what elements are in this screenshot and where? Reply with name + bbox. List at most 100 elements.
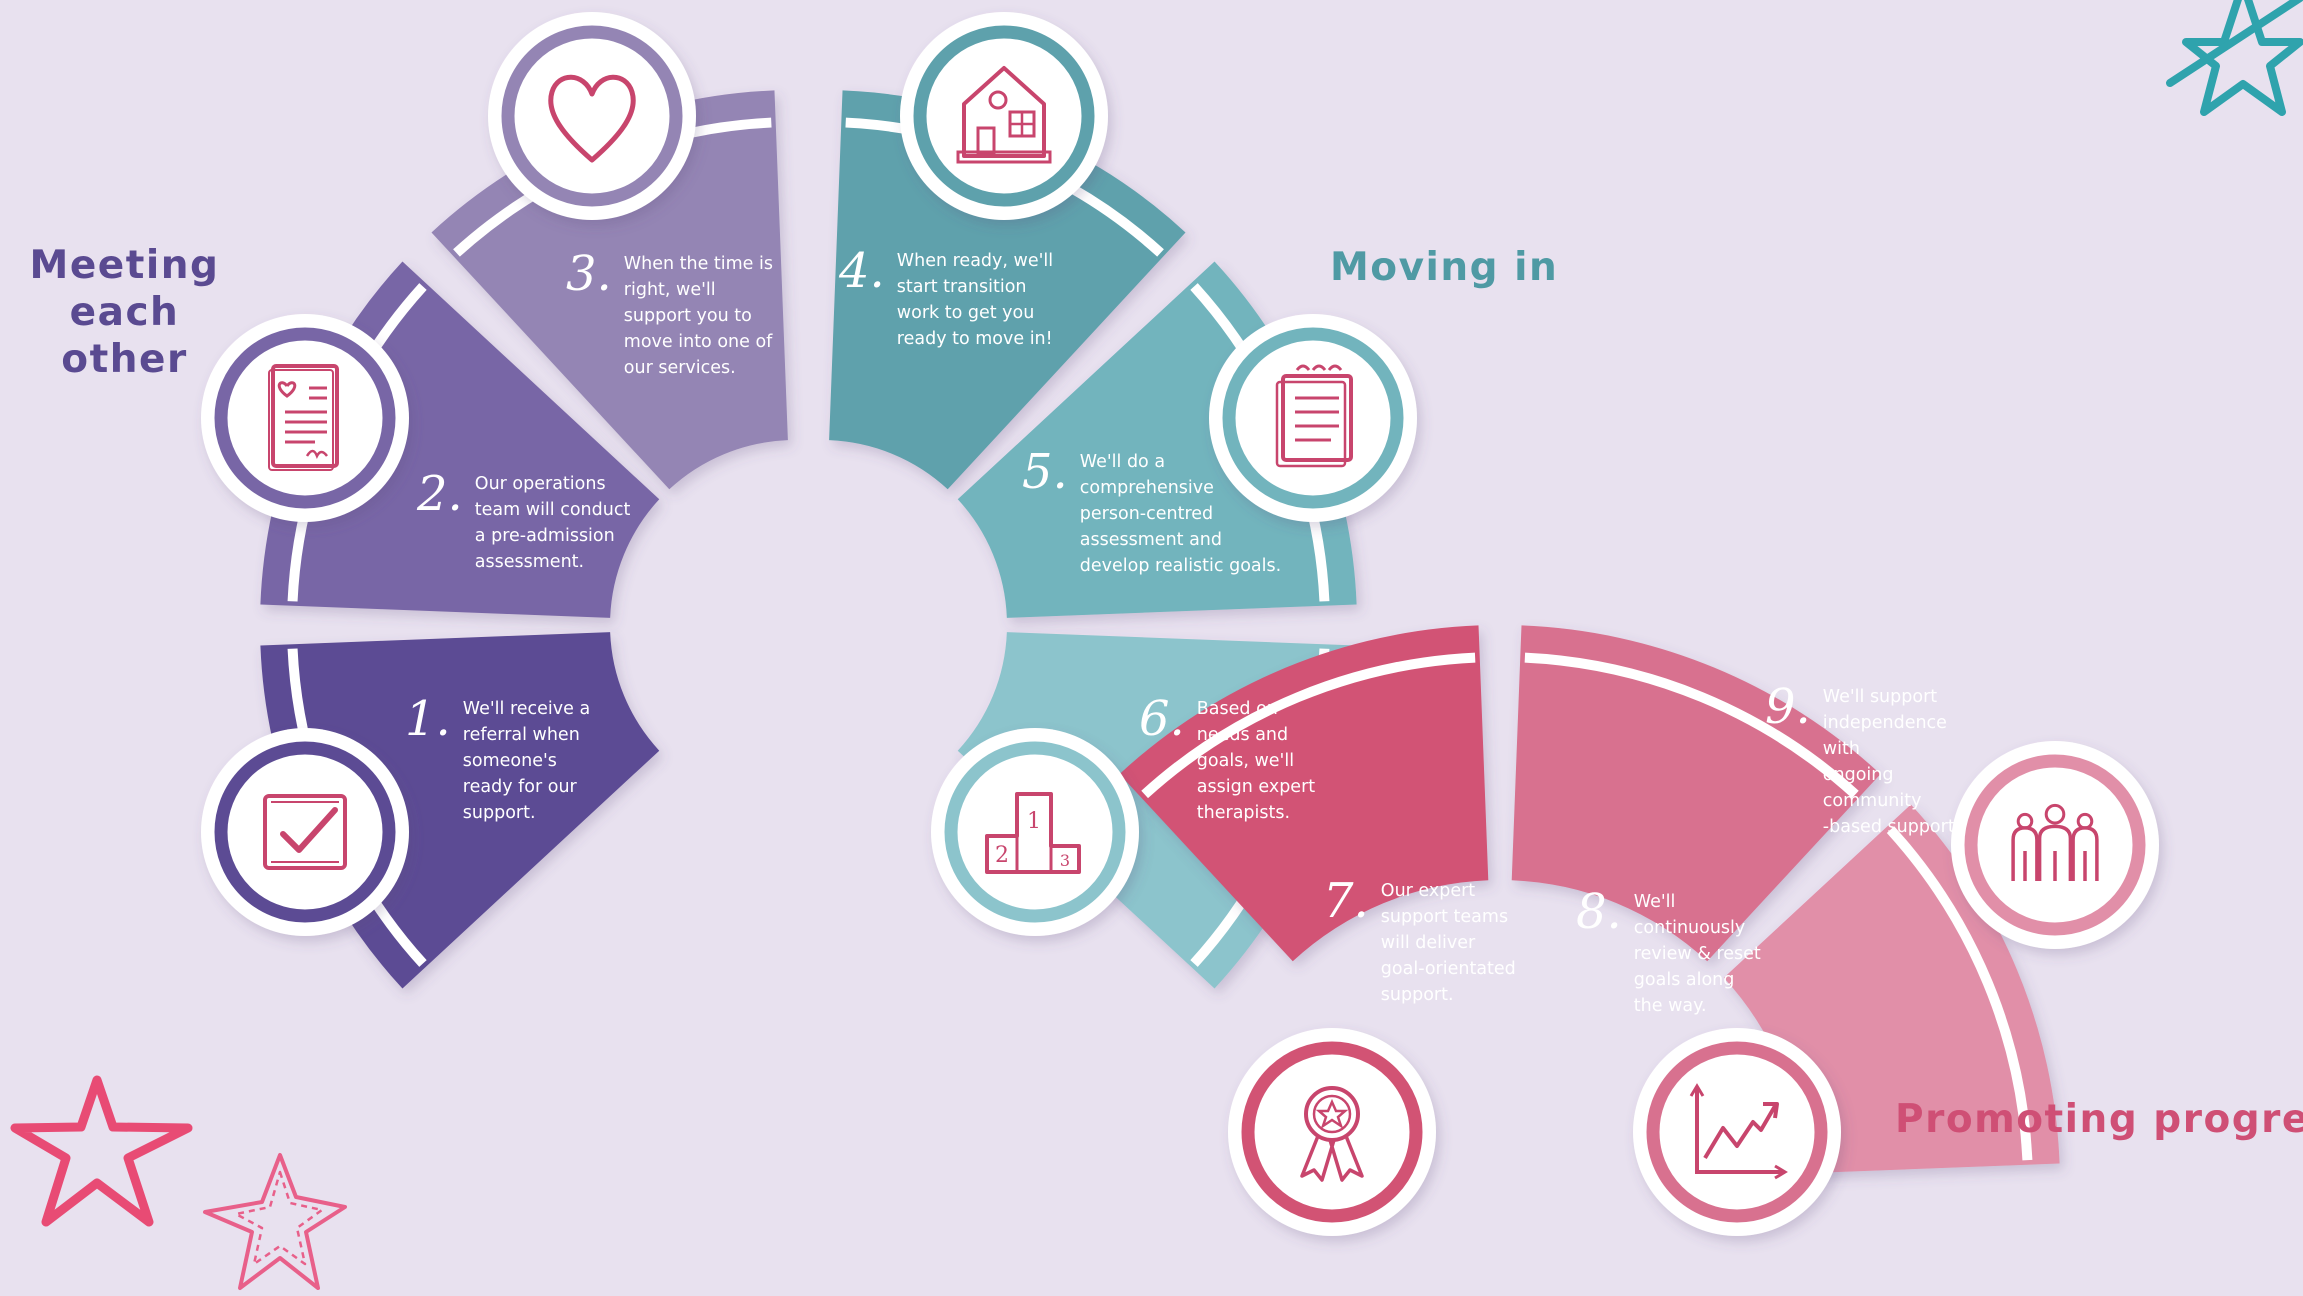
step-5: 5. We'll do a comprehensive person-centr… (1022, 444, 1281, 579)
step-line: goals, we'll (1196, 751, 1295, 771)
step-description: We'll support independence with ongoing … (1823, 684, 1960, 840)
step-4: 4. When ready, we'll start transition wo… (839, 243, 1053, 352)
document-icon (268, 364, 339, 471)
step-3: 3. When the time is right, we'll support… (566, 246, 773, 381)
phase-title-line: Meeting (29, 243, 220, 288)
step-description: When ready, we'll start transition work … (897, 248, 1053, 352)
step-line: When ready, we'll (896, 251, 1054, 271)
step-number: 8. (1576, 884, 1622, 940)
step-line: Our expert (1380, 881, 1476, 901)
step-line: needs and (1196, 725, 1289, 745)
checkbox-icon (263, 794, 347, 870)
icon-circle-step-9 (1951, 741, 2159, 949)
step-number: 1. (405, 691, 451, 747)
step-number: 4. (839, 243, 885, 299)
step-line: ready for our (462, 777, 577, 797)
step-number: 9. (1765, 679, 1811, 735)
step-2: 2. Our operations team will conduct a pr… (417, 466, 631, 575)
step-number: 7. (1323, 873, 1369, 929)
decorative-star-teal-icon (2166, 0, 2303, 116)
step-description: We'll receive a referral when someone's … (463, 696, 590, 826)
house-icon (956, 66, 1052, 164)
step-line: independence (1822, 713, 1947, 733)
step-line: When the time is (623, 254, 773, 274)
icon-circle-step-8 (1633, 1028, 1841, 1236)
icon-circle-step-2 (201, 314, 409, 522)
heart-icon (548, 74, 636, 163)
step-line: right, we'll (623, 280, 716, 300)
step-line: goals along (1633, 970, 1735, 990)
phase-title-moving: Moving in (1330, 245, 1559, 290)
phase-title-line: each other (61, 290, 188, 382)
step-line: someone's (462, 751, 557, 771)
decorative-star-pink-icon (10, 1075, 193, 1227)
step-line: therapists. (1196, 803, 1291, 823)
podium-icon: 213 (985, 792, 1081, 874)
icon-circle-step-4 (900, 12, 1108, 220)
step-number: 3. (566, 246, 612, 302)
step-description: Based on needs and goals, we'll assign e… (1197, 696, 1315, 826)
people-group-icon (2011, 803, 2099, 881)
step-line: a pre-admission (474, 526, 615, 546)
svg-text:2: 2 (995, 843, 1009, 868)
step-line: with (1822, 739, 1860, 759)
step-1: 1. We'll receive a referral when someone… (405, 691, 590, 826)
step-line: assessment. (474, 552, 585, 572)
step-line: -based support. (1822, 817, 1961, 837)
svg-text:3: 3 (1060, 851, 1070, 870)
phase-title-meeting: Meeting each other (12, 242, 237, 383)
segment-step-8 (1511, 625, 1881, 962)
step-7: 7. Our expert support teams will deliver… (1323, 873, 1516, 1008)
step-line: We'll (1633, 892, 1676, 912)
step-line: comprehensive (1079, 478, 1214, 498)
step-description: Our expert support teams will deliver go… (1381, 878, 1516, 1008)
step-description: When the time is right, we'll support yo… (624, 251, 773, 381)
step-line: support. (1380, 985, 1454, 1005)
step-line: assign expert (1196, 777, 1316, 797)
step-line: work to get you (896, 303, 1035, 323)
icon-circle-step-7 (1228, 1028, 1436, 1236)
step-line: We'll support (1822, 687, 1938, 707)
step-line: assessment and (1079, 530, 1223, 550)
step-9: 9. We'll support independence with ongoi… (1765, 679, 1960, 840)
step-line: We'll do a (1079, 452, 1166, 472)
segment-step-7 (1119, 625, 1489, 962)
step-6: 6. Based on needs and goals, we'll assig… (1139, 691, 1315, 826)
step-description: Our operations team will conduct a pre-a… (475, 471, 631, 575)
icon-circle-step-6: 213 (931, 728, 1139, 936)
step-line: the way. (1633, 996, 1707, 1016)
step-line: Based on (1196, 699, 1278, 719)
step-line: goal-orientated (1380, 959, 1516, 979)
step-line: support teams (1380, 907, 1509, 927)
step-line: our services. (623, 358, 736, 378)
step-line: referral when (462, 725, 580, 745)
step-line: community (1822, 791, 1922, 811)
step-line: continuously (1633, 918, 1746, 938)
icon-circle-step-1 (201, 728, 409, 936)
step-line: Our operations (474, 474, 606, 494)
step-description: We'll do a comprehensive person-centred … (1080, 449, 1281, 579)
award-ribbon-icon (1300, 1086, 1364, 1182)
growth-chart-icon (1689, 1083, 1788, 1180)
step-number: 2. (417, 466, 463, 522)
step-line: ongoing (1822, 765, 1894, 785)
step-line: start transition (896, 277, 1027, 297)
decorative-star-outline-icon (203, 1153, 347, 1290)
notepad-icon (1275, 364, 1353, 468)
step-line: support. (462, 803, 536, 823)
step-line: person-centred (1079, 504, 1214, 524)
svg-text:1: 1 (1027, 809, 1041, 834)
step-line: review & reset (1633, 944, 1761, 964)
icon-circle-step-3 (488, 12, 696, 220)
step-line: move into one of (623, 332, 773, 352)
step-line: will deliver (1380, 933, 1476, 953)
step-description: We'll continuously review & reset goals … (1634, 889, 1761, 1019)
phase-title-promoting: Promoting progress (1895, 1097, 2303, 1142)
segments (260, 90, 2060, 1174)
step-8: 8. We'll continuously review & reset goa… (1576, 884, 1761, 1019)
step-line: support you to (623, 306, 752, 326)
step-number: 5. (1022, 444, 1068, 500)
step-number: 6. (1139, 691, 1185, 747)
step-line: We'll receive a (462, 699, 591, 719)
